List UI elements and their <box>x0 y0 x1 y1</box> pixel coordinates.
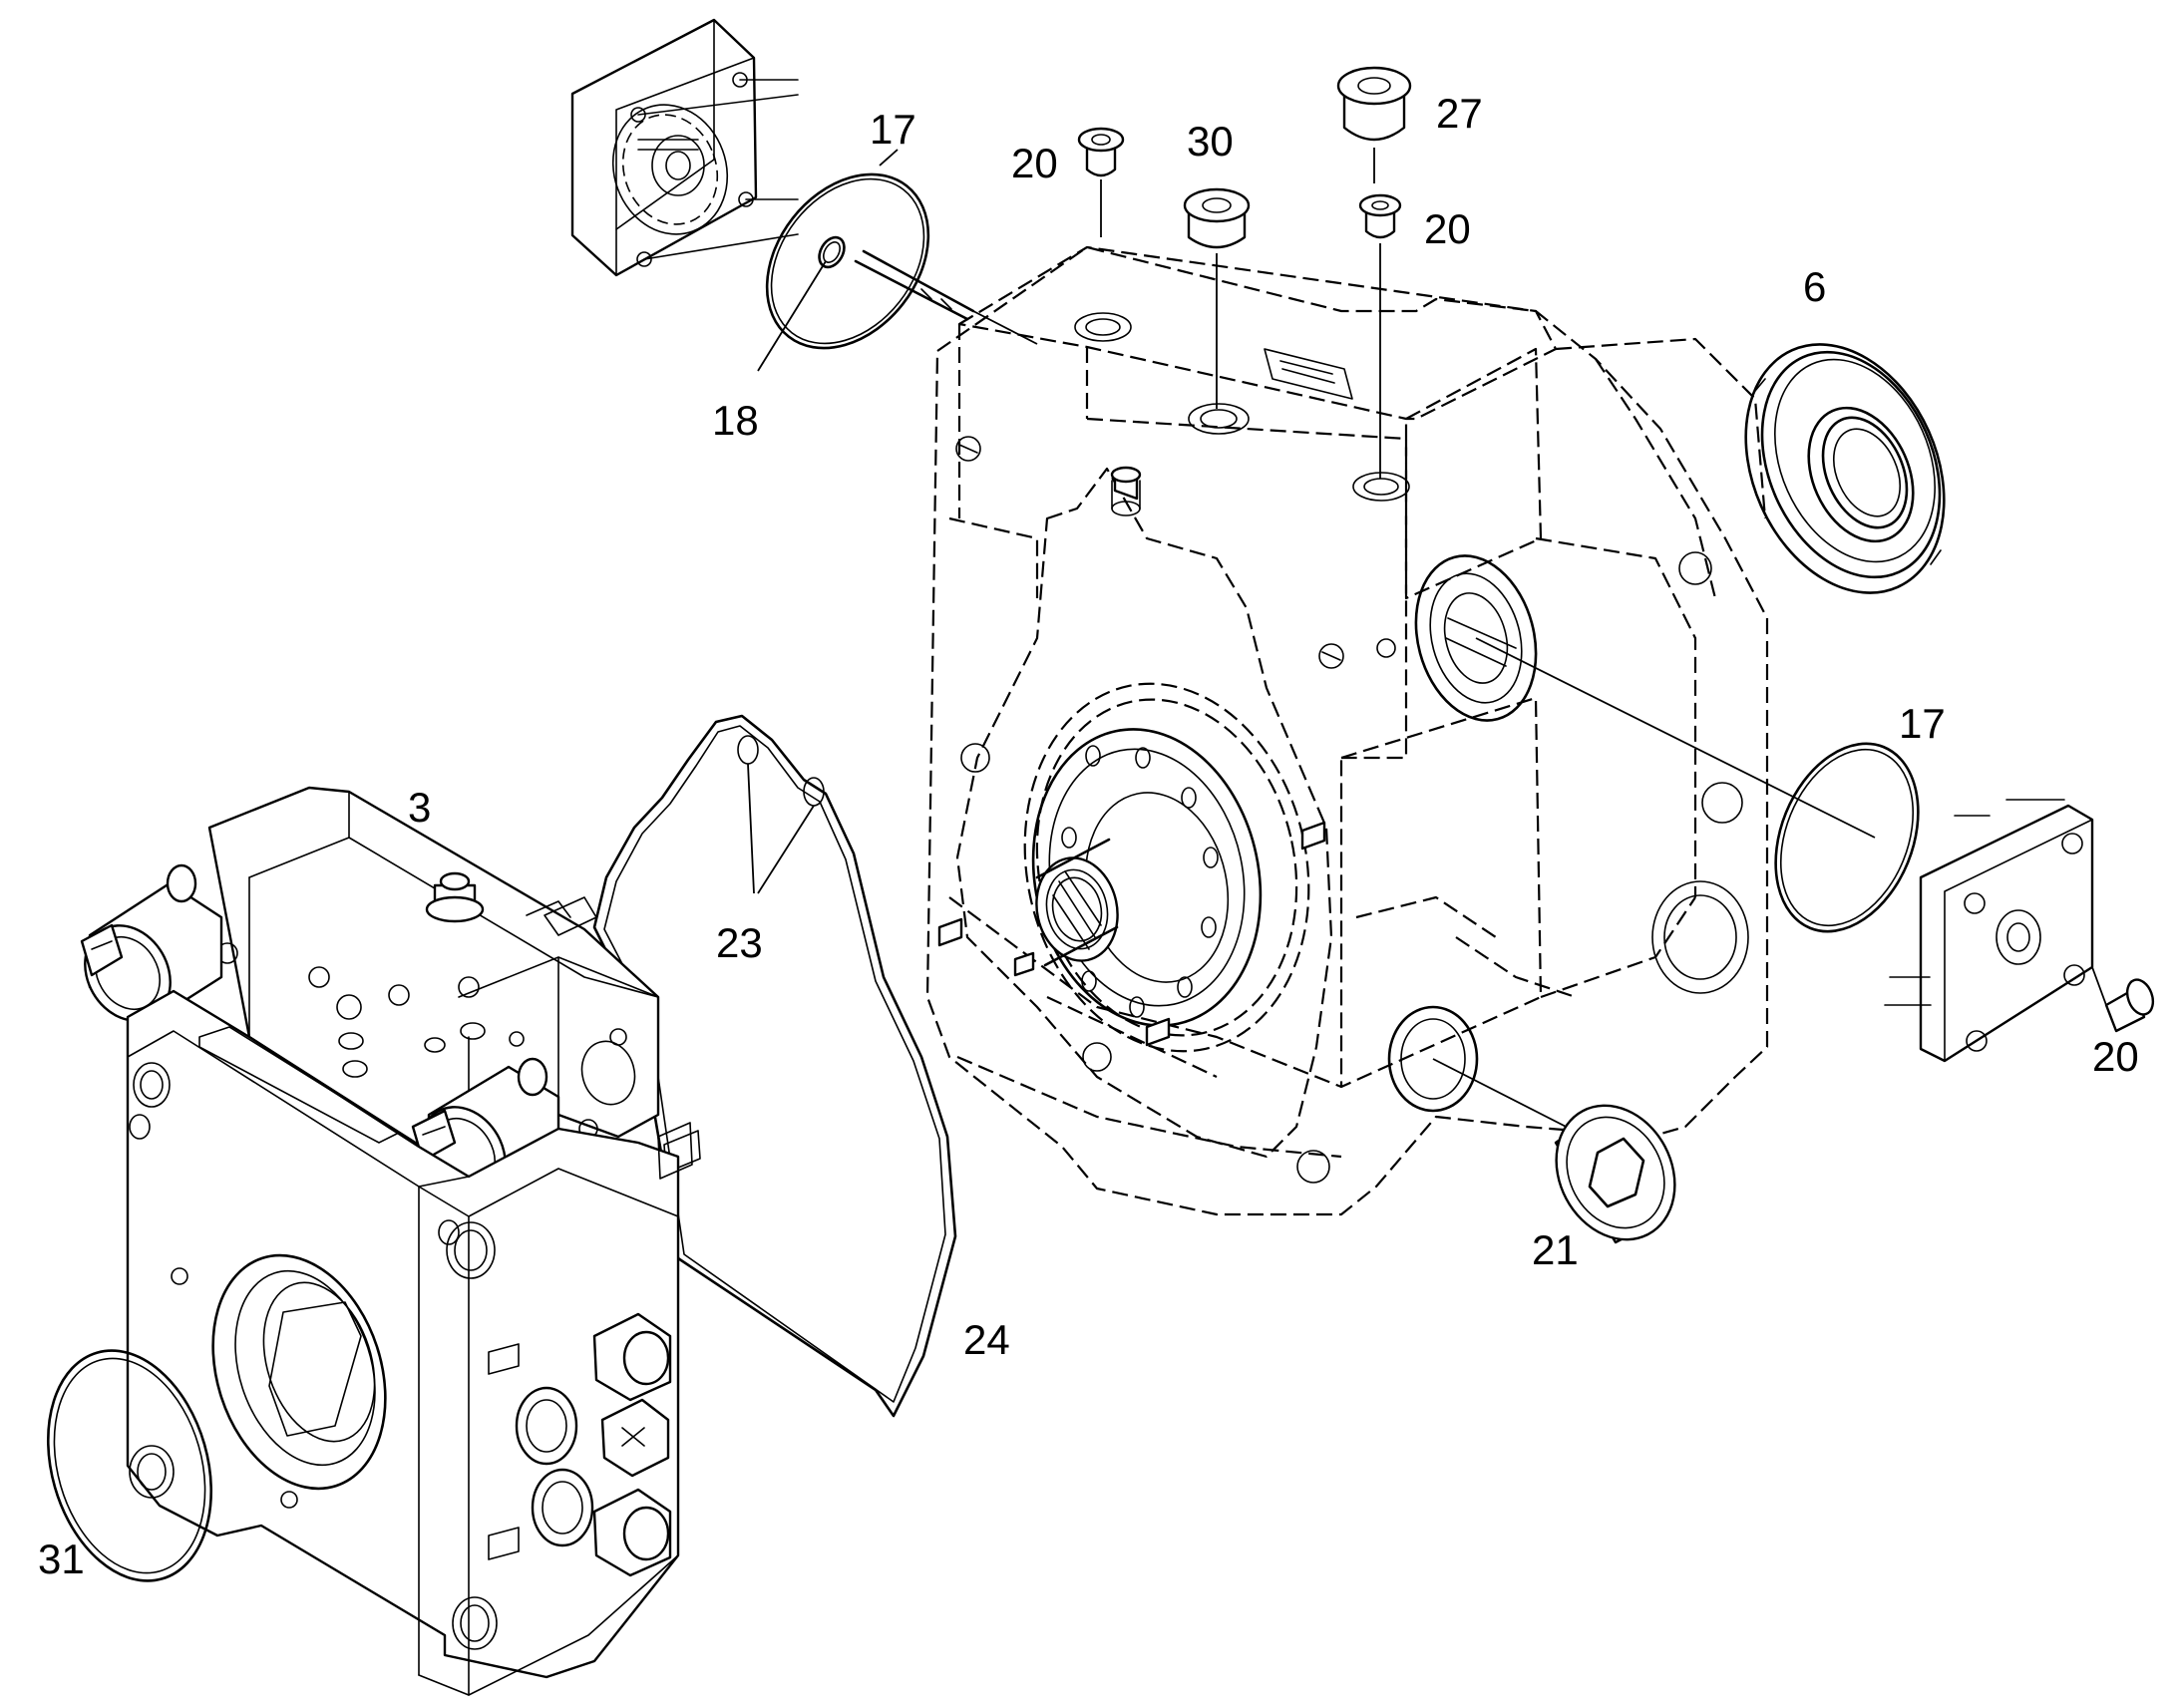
label-17-top: 17 <box>870 106 916 153</box>
leader-18 <box>757 260 827 372</box>
o-ring-17-top <box>765 172 930 350</box>
label-20-a: 20 <box>1011 140 1058 186</box>
label-6: 6 <box>1803 263 1826 310</box>
label-20-c: 20 <box>2092 1033 2139 1080</box>
plug-21 <box>1554 1104 1676 1244</box>
top-cover-plate <box>570 18 799 277</box>
locating-pins <box>937 821 1326 1047</box>
label-18: 18 <box>712 397 759 444</box>
shaft-seal-6 <box>1744 343 1946 594</box>
axis-line-right <box>1475 637 1876 839</box>
splined-shaft <box>1035 838 1119 967</box>
callout-labels: 3 6 17 17 18 20 20 20 21 23 24 27 30 31 <box>38 90 2139 1582</box>
o-ring-17-right <box>1774 742 1920 933</box>
piston-bores <box>1061 745 1219 1018</box>
axis-line-lower <box>1432 1058 1587 1138</box>
solenoid-left <box>80 863 223 1025</box>
port-fittings <box>515 1122 693 1577</box>
plug-20-right <box>2091 966 2155 1033</box>
drive-shaft-small <box>854 249 1038 345</box>
label-27: 27 <box>1436 90 1483 137</box>
label-30: 30 <box>1187 118 1234 165</box>
plug-30 <box>1183 187 1251 409</box>
leader-23 <box>747 763 815 894</box>
label-31: 31 <box>38 1536 85 1582</box>
gasket-24 <box>592 714 957 1418</box>
label-21: 21 <box>1532 1226 1579 1273</box>
label-17-right: 17 <box>1899 700 1946 747</box>
label-3: 3 <box>408 784 431 831</box>
label-23: 23 <box>716 919 763 966</box>
leader-17-top <box>879 149 899 167</box>
seal-ring-18 <box>818 235 846 269</box>
plug-20-top-left <box>1077 127 1125 237</box>
o-ring-31 <box>46 1349 213 1582</box>
plug-20-top-right <box>1358 193 1402 479</box>
label-24: 24 <box>963 1316 1010 1363</box>
label-20-b: 20 <box>1424 205 1471 252</box>
control-valve-block-3 <box>80 786 701 1204</box>
main-pump-housing <box>925 245 1769 1216</box>
port-plate <box>126 989 693 1696</box>
plug-27 <box>1336 66 1412 183</box>
